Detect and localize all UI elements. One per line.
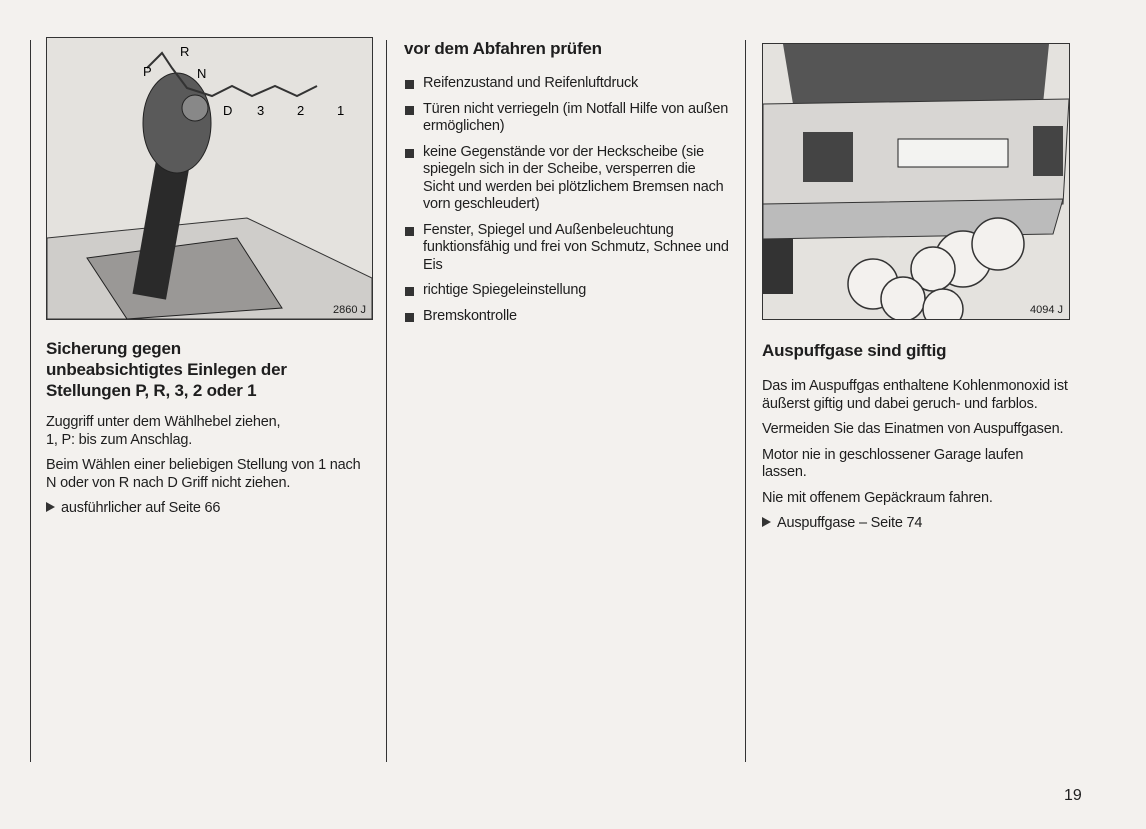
list-item: keine Gegenstände vor der Heckscheibe (s… xyxy=(404,144,729,214)
column-divider-middle xyxy=(386,40,387,762)
checklist: Reifenzustand und Reifenluftdruck Türen … xyxy=(404,75,729,325)
page-reference: ausführlicher auf Seite 66 xyxy=(46,500,371,518)
section-heading: vor dem Abfahren prüfen xyxy=(404,39,602,58)
label-r: R xyxy=(180,44,189,59)
list-item: Bremskontrolle xyxy=(404,308,729,326)
right-column-text: Auspuffgase sind giftig Das im Auspuffga… xyxy=(762,340,1082,541)
section-heading: Sicherung gegen unbeabsichtigtes Einlege… xyxy=(46,339,287,400)
section-heading: Auspuffgase sind giftig xyxy=(762,341,947,360)
label-3: 3 xyxy=(257,103,264,118)
paragraph: Nie mit offenem Gepäckraum fahren. xyxy=(762,489,993,506)
bullet-icon xyxy=(405,105,414,115)
arrow-icon xyxy=(762,517,771,527)
paragraph: Vermeiden Sie das Einatmen von Auspuffga… xyxy=(762,421,1064,437)
reference-text: Auspuffgase – Seite 74 xyxy=(777,515,923,531)
left-column-text: Sicherung gegen unbeabsichtigtes Einlege… xyxy=(46,338,371,526)
column-divider-left xyxy=(30,40,31,762)
label-d: D xyxy=(223,103,232,118)
bullet-icon xyxy=(405,287,414,296)
paragraph: Das im Auspuffgas enthaltene Kohlenmonox… xyxy=(762,378,1068,412)
paragraph: Motor nie in geschlossener Garage laufen… xyxy=(762,446,1024,481)
list-item: Fenster, Spiegel und Außenbeleuchtung fu… xyxy=(404,222,729,275)
reference-text: ausführlicher auf Seite 66 xyxy=(61,500,221,516)
bullet-icon xyxy=(405,312,414,322)
label-2: 2 xyxy=(297,103,304,118)
label-p: P xyxy=(143,64,152,79)
label-n: N xyxy=(197,66,206,81)
figure-code: 2860 J xyxy=(332,304,366,316)
bullet-icon xyxy=(405,148,414,158)
label-1: 1 xyxy=(337,103,344,118)
page-reference: Auspuffgase – Seite 74 xyxy=(762,515,1082,533)
arrow-icon xyxy=(46,502,55,512)
column-divider-right xyxy=(745,40,746,762)
list-item: Türen nicht verriegeln (im Notfall Hilfe… xyxy=(404,101,729,136)
exhaust-illustration: 4094 J xyxy=(762,43,1070,320)
middle-column-text: vor dem Abfahren prüfen Reifenzustand un… xyxy=(404,38,729,333)
paragraph: Beim Wählen einer beliebigen Stellung vo… xyxy=(46,457,361,491)
figure-code: 4094 J xyxy=(1029,304,1063,316)
bullet-icon xyxy=(405,226,414,236)
bullet-icon xyxy=(405,80,414,89)
page-number: 19 xyxy=(1064,787,1082,804)
paragraph: Zuggriff unter dem Wählhebel ziehen, 1, … xyxy=(46,414,281,448)
gear-selector-illustration: P R N D 3 2 1 2860 J xyxy=(46,37,373,320)
list-item: richtige Spiegeleinstellung xyxy=(404,282,729,300)
list-item: Reifenzustand und Reifenluftdruck xyxy=(404,75,729,93)
